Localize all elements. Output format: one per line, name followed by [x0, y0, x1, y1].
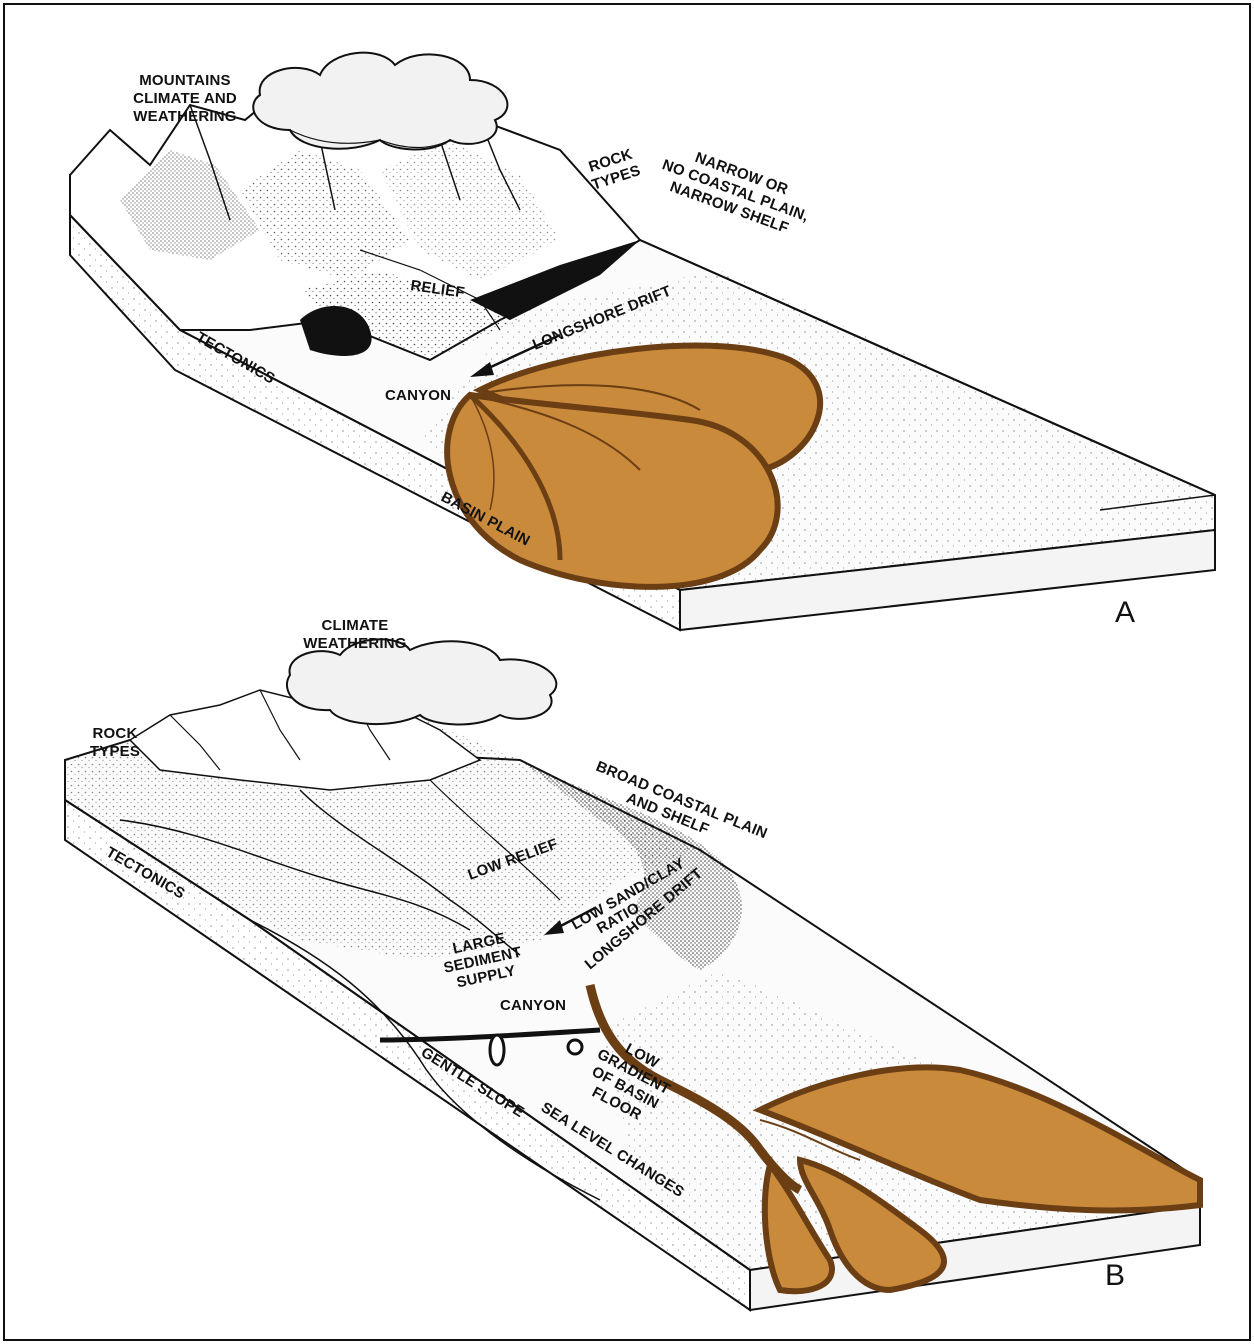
panel-a-letter: A [1115, 596, 1135, 629]
panel-b-diagram [65, 639, 1200, 1310]
label-b-climate-2: WEATHERING [303, 635, 406, 652]
label-b-rock-types-1: ROCK [93, 725, 138, 742]
label-a-mountains-3: WEATHERING [133, 108, 236, 125]
label-b-canyon: CANYON [500, 997, 566, 1014]
panel-a-diagram [70, 53, 1215, 630]
panel-b-letter: B [1105, 1259, 1125, 1292]
label-a-canyon: CANYON [385, 387, 451, 404]
label-b-rock-types-2: TYPES [90, 743, 140, 760]
label-a-mountains-1: MOUNTAINS [139, 72, 231, 89]
label-b-climate-1: CLIMATE [322, 617, 389, 634]
label-a-mountains-2: CLIMATE AND [133, 90, 237, 107]
